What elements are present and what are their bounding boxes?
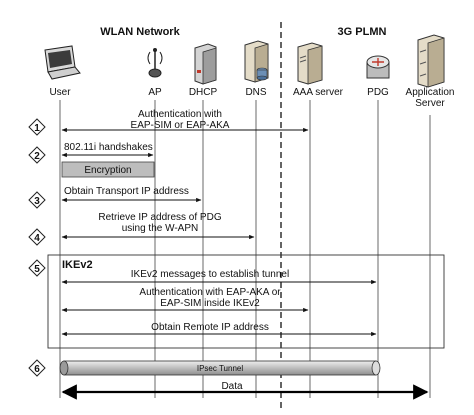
lifelines bbox=[59, 100, 431, 398]
message-label-5c: Obtain Remote IP address bbox=[151, 322, 269, 333]
message-label-2: 802.11i handshakes bbox=[64, 142, 153, 153]
server-rack-icon bbox=[417, 34, 445, 88]
database-server-icon bbox=[244, 40, 269, 83]
svg-text:4: 4 bbox=[34, 233, 40, 244]
step-marker-5: 5 bbox=[28, 259, 46, 277]
step-marker-1: 1 bbox=[28, 118, 46, 136]
ikev2-title: IKEv2 bbox=[62, 259, 93, 271]
entity-label-pdg: PDG bbox=[367, 87, 389, 98]
message-label-3: Obtain Transport IP address bbox=[64, 186, 189, 197]
svg-text:1: 1 bbox=[34, 123, 40, 134]
entity-label-dhcp: DHCP bbox=[189, 87, 218, 98]
encryption-label: Encryption bbox=[84, 165, 131, 176]
access-point-icon bbox=[147, 48, 163, 78]
data-label: Data bbox=[221, 381, 243, 392]
laptop-icon bbox=[44, 45, 81, 80]
message-label-5a: IKEv2 messages to establish tunnel bbox=[131, 269, 289, 280]
step-marker-3: 3 bbox=[28, 191, 46, 209]
tunnel-label: IPsec Tunnel bbox=[197, 364, 243, 373]
ipsec-tunnel bbox=[59, 360, 381, 376]
step-marker-2: 2 bbox=[28, 146, 46, 164]
entity-label-dns: DNS bbox=[245, 87, 266, 98]
svg-text:2: 2 bbox=[34, 151, 40, 162]
entity-label-user: User bbox=[49, 87, 71, 98]
svg-text:6: 6 bbox=[34, 364, 40, 375]
domain-label-3g: 3G PLMN bbox=[338, 26, 387, 38]
step-markers: 1 2 3 4 5 6 bbox=[28, 118, 46, 377]
domain-label-wlan: WLAN Network bbox=[100, 26, 180, 38]
entity-label-ap: AP bbox=[148, 87, 162, 98]
encryption-box bbox=[61, 161, 155, 178]
step-marker-6: 6 bbox=[28, 359, 46, 377]
server-tower-icon bbox=[297, 42, 323, 85]
ikev2-block bbox=[47, 254, 445, 349]
entity-label-aaa: AAA server bbox=[293, 87, 344, 98]
server-tower-icon bbox=[194, 43, 217, 85]
step-marker-4: 4 bbox=[28, 228, 46, 246]
svg-text:5: 5 bbox=[34, 264, 40, 275]
svg-text:3: 3 bbox=[34, 196, 40, 207]
router-icon bbox=[366, 55, 390, 79]
